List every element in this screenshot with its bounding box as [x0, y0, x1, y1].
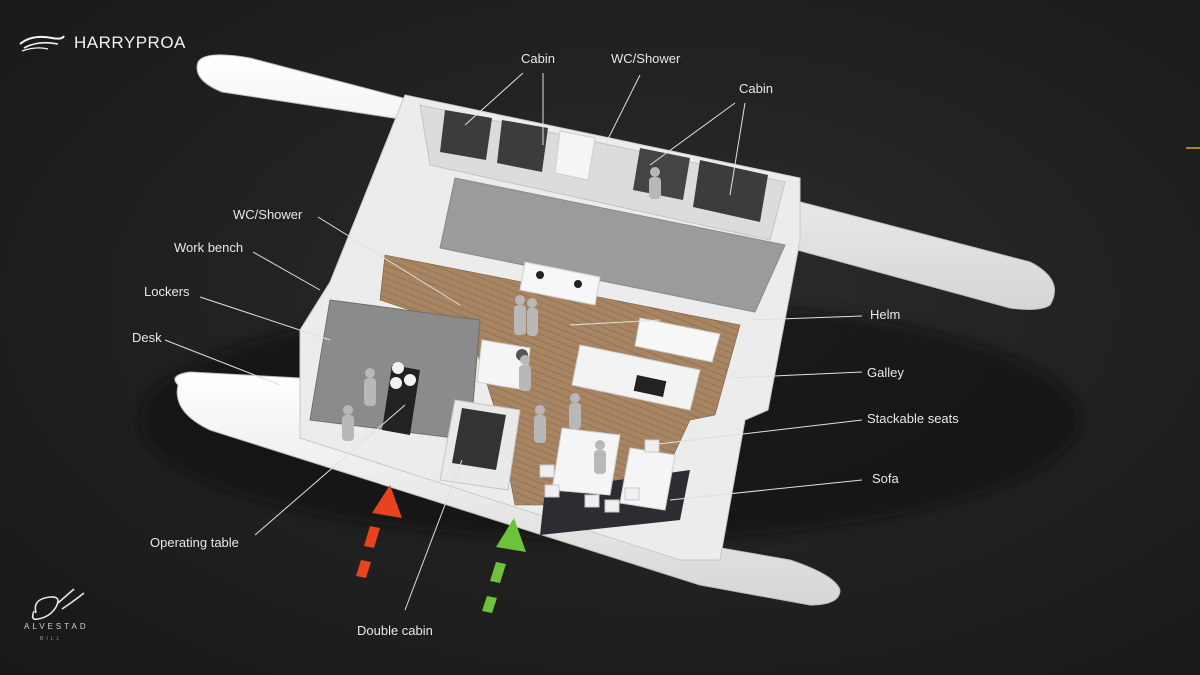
label-double-cabin: Double cabin — [357, 623, 433, 638]
label-lockers: Lockers — [144, 284, 190, 299]
label-work-bench: Work bench — [174, 240, 244, 255]
signature-text: ALVESTAD — [24, 622, 89, 631]
label-galley: Galley — [867, 365, 904, 380]
signature-subtext: BILL — [40, 636, 63, 642]
brand-logo: HARRYPROA — [18, 32, 186, 54]
roof-panel — [439, 177, 786, 313]
label-stackable-seats: Stackable seats — [867, 411, 959, 426]
brand-name: HARRYPROA — [74, 33, 186, 52]
green-entry-arrow — [482, 518, 526, 613]
galley-unit — [571, 344, 701, 411]
red-entry-arrow — [356, 485, 402, 578]
label-sofa: Sofa — [872, 471, 899, 486]
label-wc-shower-left: WC/Shower — [233, 207, 303, 222]
label-operating-table: Operating table — [150, 535, 239, 550]
label-helm: Helm — [870, 307, 901, 322]
label-wc-shower-top: WC/Shower — [611, 51, 681, 66]
leader-lines — [164, 72, 863, 611]
signature-logo-icon — [31, 588, 85, 621]
people-figures — [342, 167, 661, 474]
helm-console — [634, 317, 721, 363]
label-desk: Desk — [132, 330, 162, 345]
label-cabin-1: Cabin — [521, 51, 555, 66]
label-cabin-2: Cabin — [739, 81, 773, 96]
cabin-bunks — [440, 110, 768, 222]
wave-swoosh-logo-icon — [19, 35, 65, 52]
dining-table — [551, 427, 621, 496]
stackable-seats-shapes — [539, 439, 660, 513]
